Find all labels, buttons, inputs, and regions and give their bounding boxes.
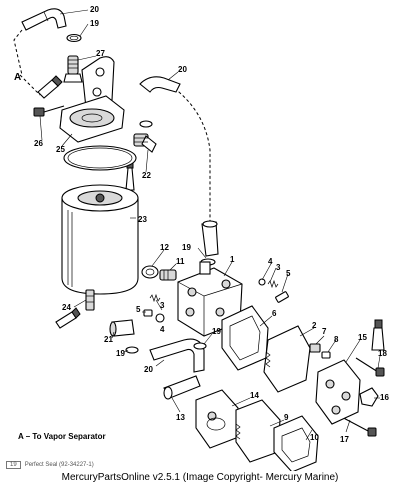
elbow-fitting-16[interactable] xyxy=(359,387,379,407)
callout-12: 12 xyxy=(160,243,169,252)
diaphragm-2[interactable] xyxy=(263,325,311,393)
clip-19-elbow[interactable] xyxy=(139,120,153,128)
sealant-tube-18-icon xyxy=(371,319,385,351)
callout-19-top: 19 xyxy=(90,19,99,28)
callout-19-pump-side: 19 xyxy=(212,327,221,336)
callout-14: 14 xyxy=(250,391,259,400)
clamp-19-top[interactable] xyxy=(66,33,82,43)
callout-25: 25 xyxy=(56,145,65,154)
hose-routing-lines xyxy=(13,29,211,225)
callout-13: 13 xyxy=(176,413,185,422)
sealant-ref: 19 xyxy=(6,461,21,469)
leader-lines xyxy=(39,9,381,441)
hose-13[interactable] xyxy=(163,375,201,400)
callout-1: 1 xyxy=(230,255,235,264)
washer-12[interactable] xyxy=(141,265,159,279)
hose-20-lower[interactable] xyxy=(149,338,205,373)
gasket-9[interactable] xyxy=(235,399,281,463)
callout-20-lower: 20 xyxy=(144,365,153,374)
hose-20-right[interactable] xyxy=(139,76,181,93)
hose-20-top[interactable] xyxy=(21,8,67,31)
copyright-footer: MercuryPartsOnline v2.5.1 (Image Copyrig… xyxy=(0,471,400,485)
callout-21: 21 xyxy=(104,335,113,344)
fitting-27[interactable] xyxy=(63,55,83,83)
callout-9: 9 xyxy=(284,413,289,422)
callout-7: 7 xyxy=(322,327,327,336)
screw-4-right[interactable] xyxy=(258,278,266,286)
callout-4-left: 4 xyxy=(160,325,165,334)
callout-3-right: 3 xyxy=(276,263,281,272)
diaphragm-10[interactable] xyxy=(273,415,319,473)
bolt-18[interactable] xyxy=(355,357,385,377)
callout-15: 15 xyxy=(358,333,367,342)
callout-19-pump-top: 19 xyxy=(182,243,191,252)
callout-8: 8 xyxy=(334,335,339,344)
callout-19-fitting: 19 xyxy=(116,349,125,358)
callout-A: A xyxy=(14,72,21,83)
fitting-8[interactable] xyxy=(321,351,331,359)
washer-4-left[interactable] xyxy=(155,313,165,323)
fitting-7[interactable] xyxy=(309,343,321,353)
callout-27: 27 xyxy=(96,49,105,58)
bolt-26[interactable] xyxy=(33,105,65,117)
cover-plate-15[interactable] xyxy=(315,359,361,425)
callout-labels: 20 19 27 A 20 26 25 22 23 24 12 11 19 1 … xyxy=(14,5,389,444)
callout-3-left: 3 xyxy=(160,301,165,310)
callout-4-right: 4 xyxy=(268,257,273,266)
plug-11[interactable] xyxy=(159,269,177,281)
callout-17: 17 xyxy=(340,435,349,444)
callout-18: 18 xyxy=(378,349,387,358)
callout-2: 2 xyxy=(312,321,317,330)
callout-20-right: 20 xyxy=(178,65,187,74)
callout-16: 16 xyxy=(380,393,389,402)
callout-10: 10 xyxy=(310,433,319,442)
callout-5-left: 5 xyxy=(136,305,141,314)
fitting-21[interactable] xyxy=(109,319,135,337)
sealant-tube-icon xyxy=(37,75,63,99)
callout-23: 23 xyxy=(138,215,147,224)
vapor-separator-note: A – To Vapor Separator xyxy=(18,432,106,441)
clamp-19-fitting[interactable] xyxy=(125,346,139,354)
callout-11: 11 xyxy=(176,257,185,266)
hose-stub[interactable] xyxy=(201,220,219,257)
callout-22: 22 xyxy=(142,171,151,180)
filter-bracket[interactable] xyxy=(81,56,115,109)
sealant-tube-24-icon xyxy=(55,307,81,329)
spring-3-right[interactable] xyxy=(267,279,279,289)
fitting-5-right[interactable] xyxy=(275,291,289,303)
fuel-filter-23[interactable] xyxy=(61,184,139,295)
callout-26: 26 xyxy=(34,139,43,148)
filter-o-ring[interactable] xyxy=(63,145,137,171)
elbow-fitting-22[interactable] xyxy=(133,133,157,153)
callout-24: 24 xyxy=(62,303,71,312)
callout-6: 6 xyxy=(272,309,277,318)
spring-3-left[interactable] xyxy=(149,293,161,303)
drain-plug-24[interactable] xyxy=(85,289,95,311)
fitting-5-left[interactable] xyxy=(143,309,153,317)
callout-20-top: 20 xyxy=(90,5,99,14)
clamp-19-pump-side[interactable] xyxy=(193,342,207,350)
sealant-text: Perfect Seal (92-34227-1) xyxy=(24,462,94,468)
callout-5-right: 5 xyxy=(286,269,291,278)
filter-base-25[interactable] xyxy=(59,95,125,143)
plate-14[interactable] xyxy=(195,389,239,449)
